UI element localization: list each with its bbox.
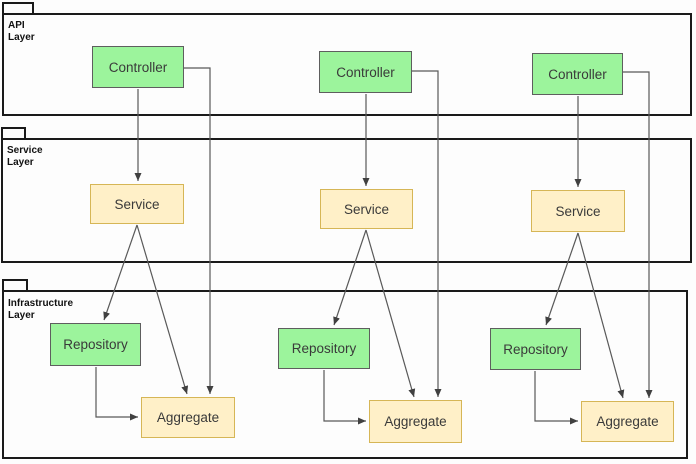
node-aggregate-1[interactable]: Aggregate	[141, 397, 235, 438]
node-repository-2[interactable]: Repository	[278, 328, 370, 369]
infrastructure-layer-tab	[2, 279, 28, 290]
node-service-3[interactable]: Service	[531, 190, 625, 232]
node-service-1[interactable]: Service	[90, 184, 184, 224]
node-aggregate-2[interactable]: Aggregate	[369, 400, 462, 443]
api-layer-tab	[2, 2, 34, 13]
node-repository-1[interactable]: Repository	[50, 323, 141, 366]
node-controller-1[interactable]: Controller	[92, 46, 184, 88]
node-aggregate-3[interactable]: Aggregate	[581, 401, 674, 442]
service-layer-tab	[1, 127, 26, 138]
node-controller-3[interactable]: Controller	[532, 53, 623, 95]
api-layer-frame	[2, 13, 692, 116]
api-layer-label: API Layer	[8, 20, 35, 43]
infrastructure-layer-label: Infrastructure Layer	[8, 298, 74, 321]
service-layer-label: Service Layer	[7, 145, 43, 168]
node-controller-2[interactable]: Controller	[319, 51, 412, 93]
node-service-2[interactable]: Service	[320, 189, 413, 229]
node-repository-3[interactable]: Repository	[490, 328, 581, 370]
